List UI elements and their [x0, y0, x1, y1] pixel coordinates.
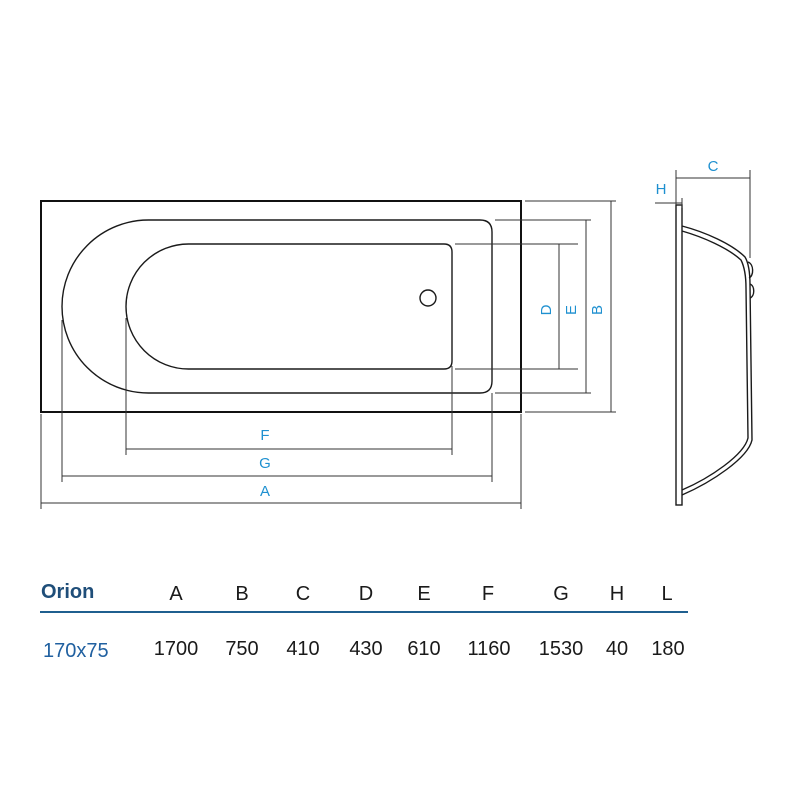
table-header-d: D — [359, 583, 373, 605]
table-row-size: 170x75 — [43, 640, 109, 662]
table-cell-e: 610 — [407, 638, 440, 660]
table-cell-d: 430 — [349, 638, 382, 660]
dimension-b-label: B — [589, 305, 606, 315]
table-model-name: Orion — [41, 581, 94, 603]
table-cell-b: 750 — [225, 638, 258, 660]
top-view — [40, 200, 522, 413]
dimension-h: H — [655, 181, 683, 208]
table-cell-g: 1530 — [539, 638, 584, 660]
side-foot-bump-lower — [749, 283, 755, 299]
dimension-g-label: G — [259, 455, 271, 472]
dimension-f: F — [125, 318, 453, 455]
table-header-l: L — [661, 583, 672, 605]
table-cell-c: 410 — [286, 638, 319, 660]
table-cell-l: 180 — [651, 638, 684, 660]
table-cell-h: 40 — [606, 638, 628, 660]
table-header-h: H — [610, 583, 624, 605]
table-header-e: E — [417, 583, 430, 605]
side-body-inner — [681, 230, 749, 491]
dimension-f-label: F — [260, 427, 269, 444]
side-view — [675, 204, 755, 506]
dimension-e-label: E — [563, 305, 580, 315]
side-body-outer — [681, 225, 753, 496]
table-cell-f: 1160 — [467, 638, 510, 660]
dimension-g: G — [61, 320, 493, 482]
side-foot-bump-upper — [747, 261, 754, 279]
dimension-b: B — [525, 200, 616, 413]
dimension-a: A — [40, 414, 522, 509]
table-header-f: F — [482, 583, 494, 605]
dimensions-table: Orion A B C D E F G H L 170x75 1700 750 … — [40, 581, 688, 662]
table-header-g: G — [553, 583, 569, 605]
table-header-c: C — [296, 583, 310, 605]
dimension-c-label: C — [708, 158, 719, 175]
tub-basin-outline — [125, 243, 453, 370]
tub-rim-outline — [61, 219, 493, 394]
side-rim — [675, 204, 683, 506]
dimension-d-label: D — [538, 304, 555, 315]
drain-hole — [419, 289, 437, 307]
table-header-b: B — [235, 583, 248, 605]
dimension-e: E — [495, 219, 591, 394]
dimension-d: D — [455, 243, 578, 370]
dimension-a-label: A — [260, 483, 270, 500]
tub-outer-rectangle — [40, 200, 522, 413]
table-header-a: A — [169, 583, 183, 605]
table-row: 170x75 1700 750 410 430 610 1160 1530 40… — [43, 638, 685, 662]
dimension-h-label: H — [656, 181, 667, 198]
table-cell-a: 1700 — [154, 638, 199, 660]
dimension-c: C — [675, 158, 751, 258]
